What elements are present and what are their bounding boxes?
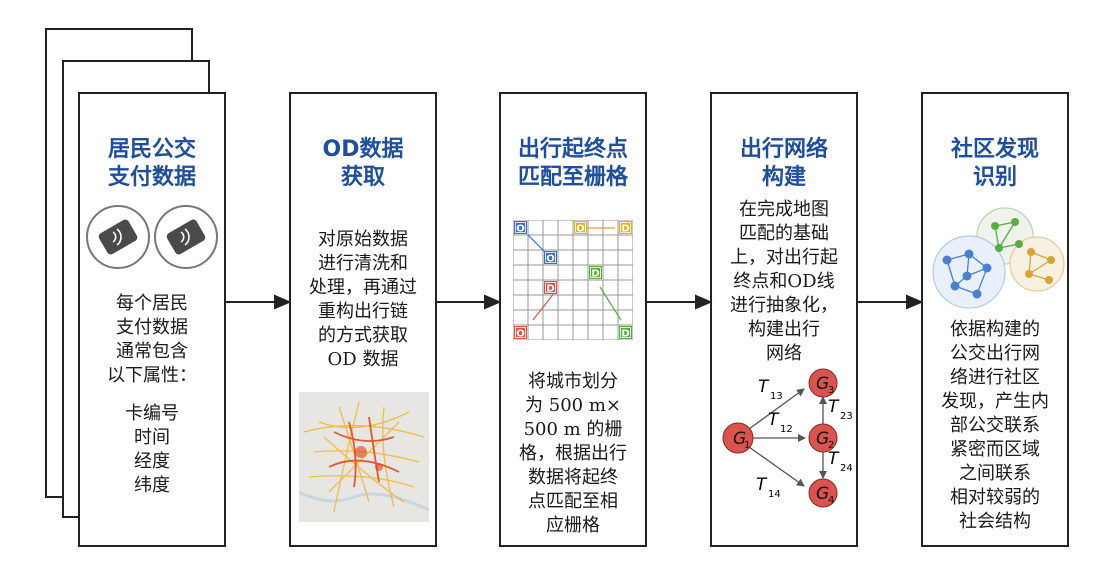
svg-text:14: 14 bbox=[768, 489, 781, 500]
step-od-acquisition: OD数据 获取 对原始数据 进行清洗和 处理，再通过 重构出行链 的方式获取 O… bbox=[289, 92, 437, 547]
grid-cell-d-green: D bbox=[589, 266, 602, 280]
node-g3: G 3 bbox=[808, 368, 838, 398]
grid-od-diagram: O O D O D D O D bbox=[513, 220, 633, 340]
svg-text:T: T bbox=[768, 410, 780, 430]
step3-description: 将城市划分 为 500 m× 500 m 的栅 格，根据出行 数据将起终 点匹配… bbox=[519, 371, 627, 536]
svg-text:G: G bbox=[816, 374, 829, 394]
step-grid-matching: 出行起终点 匹配至栅格 O O D O D D O D 将城市划分 为 500 … bbox=[499, 92, 647, 547]
grid-cell-o-yellow: O bbox=[574, 221, 587, 235]
step3-title: 出行起终点 匹配至栅格 bbox=[517, 137, 628, 190]
step4-description: 在完成地图 匹配的基础 上，对出行起 终点和OD线 进行抽象化， 构建出行 网络 bbox=[730, 199, 838, 364]
step1-title: 居民公交 支付数据 bbox=[107, 137, 196, 190]
svg-text:24: 24 bbox=[840, 463, 853, 474]
edge-g1-g3 bbox=[748, 388, 805, 430]
svg-text:T: T bbox=[756, 475, 768, 495]
step-network-construction: 出行网络 构建 在完成地图 匹配的基础 上，对出行起 终点和OD线 进行抽象化，… bbox=[710, 92, 858, 547]
step5-title: 社区发现 识别 bbox=[950, 137, 1039, 190]
svg-text:D: D bbox=[591, 269, 599, 280]
step-payment-data: 居民公交 支付数据 每个居民 支付数据 通常包含 以下属性： 卡编号 时间 经度… bbox=[78, 92, 226, 547]
svg-text:G: G bbox=[816, 429, 829, 449]
svg-text:O: O bbox=[576, 224, 585, 235]
arrow-3-to-4 bbox=[647, 294, 713, 310]
step2-title: OD数据 获取 bbox=[322, 137, 404, 190]
step-community-detection: 社区发现 识别 依据构建的 公交出行网 络进行社区 发现，产生内 部公交联系 紧… bbox=[921, 92, 1069, 547]
svg-text:D: D bbox=[621, 224, 629, 235]
grid-cell-o-blue: O bbox=[514, 221, 527, 235]
step1-description: 每个居民 支付数据 通常包含 以下属性： bbox=[107, 293, 197, 386]
svg-text:23: 23 bbox=[840, 411, 853, 422]
svg-text:2: 2 bbox=[828, 440, 834, 451]
arrow-4-to-5 bbox=[858, 294, 924, 310]
grid-cell-o-red: O bbox=[514, 326, 527, 340]
step5-description: 依据构建的 公交出行网 络进行社区 发现，产生内 部公交联系 紧密而区域 之间联… bbox=[941, 319, 1049, 532]
step2-description: 对原始数据 进行清洗和 处理，再通过 重构出行链 的方式获取 OD 数据 bbox=[309, 229, 417, 370]
svg-text:T: T bbox=[828, 397, 840, 417]
arrow-1-to-2 bbox=[226, 294, 292, 310]
svg-text:T: T bbox=[828, 449, 840, 469]
arrow-2-to-3 bbox=[437, 294, 502, 310]
node-g1: G 1 bbox=[722, 422, 754, 454]
grid-cell-d-green2: D bbox=[619, 326, 632, 340]
card-reader-icon bbox=[154, 205, 218, 269]
card-reader-icon bbox=[86, 205, 150, 269]
svg-text:3: 3 bbox=[828, 385, 834, 396]
od-heatmap-image bbox=[299, 392, 429, 522]
step4-title: 出行网络 构建 bbox=[739, 137, 828, 190]
svg-text:O: O bbox=[516, 329, 525, 340]
step1-attributes: 卡编号 时间 经度 纬度 bbox=[125, 403, 179, 496]
node-g4: G 4 bbox=[808, 478, 838, 508]
svg-text:13: 13 bbox=[770, 391, 783, 402]
svg-text:D: D bbox=[621, 329, 629, 340]
node-g2: G 2 bbox=[808, 423, 838, 453]
svg-text:4: 4 bbox=[828, 495, 834, 506]
community-graph-icon bbox=[932, 207, 1065, 309]
svg-text:O: O bbox=[516, 224, 525, 235]
svg-text:O: O bbox=[546, 254, 555, 265]
svg-text:D: D bbox=[546, 284, 554, 295]
svg-text:G: G bbox=[816, 484, 829, 504]
edge-g1-g4 bbox=[748, 446, 805, 487]
grid-cell-d-blue: O bbox=[544, 251, 557, 265]
card-reader-icons bbox=[86, 205, 218, 269]
svg-text:T: T bbox=[758, 377, 770, 397]
svg-text:12: 12 bbox=[780, 424, 793, 435]
svg-text:1: 1 bbox=[744, 440, 750, 451]
grid-cell-d-yellow: D bbox=[619, 221, 632, 235]
svg-text:G: G bbox=[733, 429, 746, 449]
grid-cell-d-red: D bbox=[544, 281, 557, 295]
